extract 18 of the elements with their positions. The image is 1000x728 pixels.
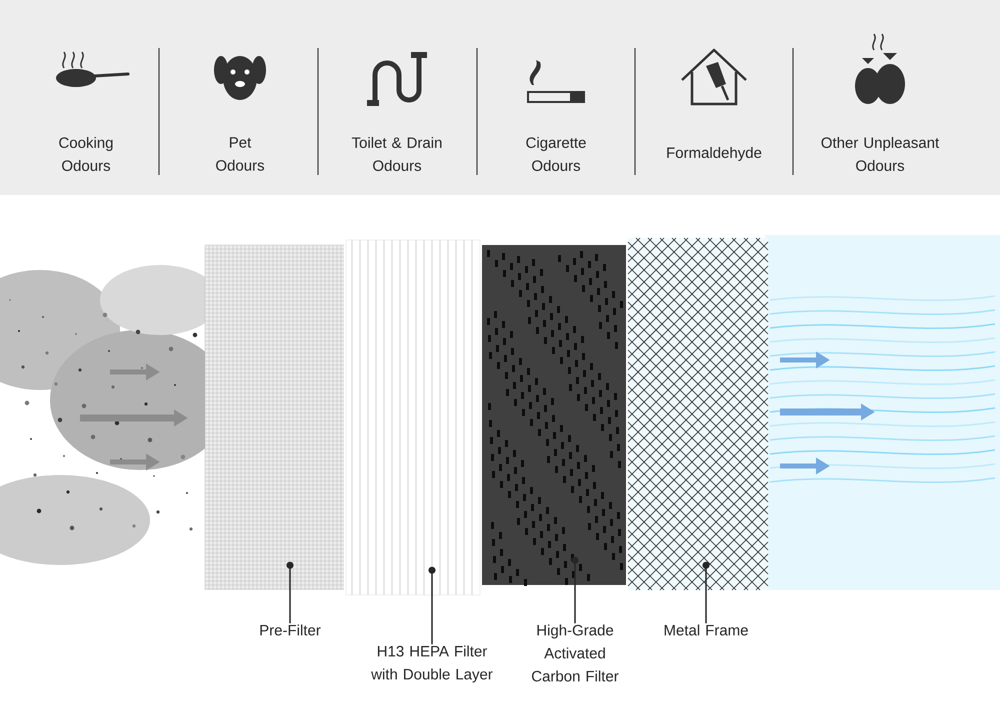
category-label: Cooking Odours xyxy=(59,136,113,171)
leader-line xyxy=(286,562,294,624)
pre-filter-drawing xyxy=(204,244,344,590)
hepa-filter-drawing xyxy=(346,240,480,596)
carbon-filter-drawing xyxy=(482,245,626,586)
category-label: Other Unpleasant Odours xyxy=(822,136,940,171)
callout-label: Metal Frame xyxy=(664,624,748,636)
leader-line xyxy=(702,562,710,624)
callout-label: Pre-Filter xyxy=(260,624,321,636)
leader-line xyxy=(572,556,578,624)
category-label: Cigarette Odours xyxy=(526,136,586,171)
category-label: Pet Odours xyxy=(216,137,264,171)
callout-label: H13 HEPA Filter with Double Layer xyxy=(371,646,493,682)
callout-label: High-Grade Activated Carbon Filter xyxy=(532,624,618,682)
leader-line xyxy=(428,566,436,644)
category-label: Toilet & Drain Odours xyxy=(352,136,442,171)
metal-frame-drawing xyxy=(628,238,768,590)
category-label: Formaldehyde xyxy=(667,147,762,161)
